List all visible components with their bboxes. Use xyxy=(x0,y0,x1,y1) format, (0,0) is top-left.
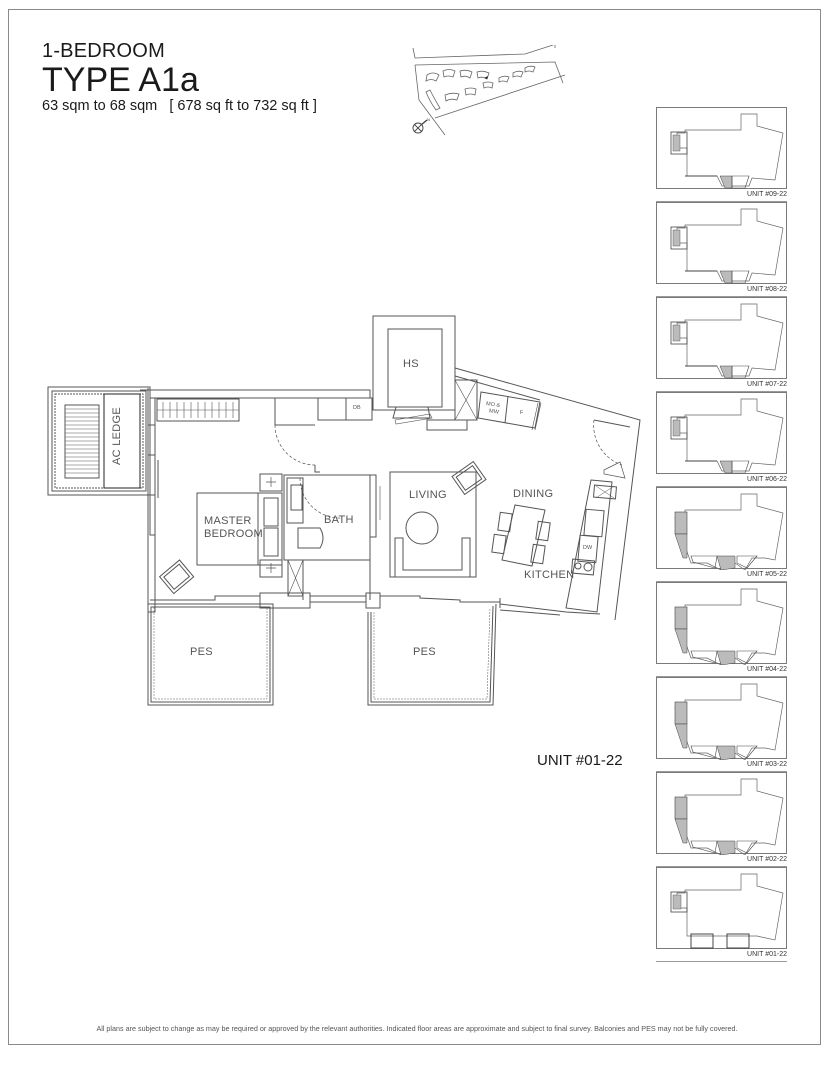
unit-thumbnail-label: UNIT #06-22 xyxy=(747,476,787,483)
unit-area: 63 sqm to 68 sqm [ 678 sq ft to 732 sq f… xyxy=(42,98,317,114)
thumbnail-divider xyxy=(656,581,787,582)
room-label-bath: BATH xyxy=(324,514,354,526)
thumbnail-divider xyxy=(656,296,787,297)
unit-location-marker xyxy=(484,76,488,79)
unit-thumbnail-label: UNIT #09-22 xyxy=(747,191,787,198)
mo-mw-cabinet xyxy=(477,391,541,429)
room-label-master-bedroom-1: MASTER xyxy=(204,515,252,527)
unit-thumbnail-plan xyxy=(670,398,784,474)
main-unit-label: UNIT #01-22 xyxy=(537,752,623,769)
room-label-dining: DINING xyxy=(513,488,554,500)
thumbnail-divider xyxy=(656,771,787,772)
unit-thumbnail-label: UNIT #08-22 xyxy=(747,286,787,293)
unit-thumbnail-plan xyxy=(670,303,784,379)
room-label-pes-left: PES xyxy=(190,646,213,658)
armchair-bedroom xyxy=(158,559,195,595)
unit-thumbnail xyxy=(656,772,787,855)
unit-thumbnail-label: UNIT #03-22 xyxy=(747,761,787,768)
svg-text:N: N xyxy=(427,117,430,122)
disclaimer-note: All plans are subject to change as may b… xyxy=(96,1024,738,1033)
armchair-living xyxy=(451,460,487,496)
fixture-label-mo-mw-2: MW xyxy=(488,408,500,416)
title-block: 1-BEDROOM TYPE A1a 63 sqm to 68 sqm [ 67… xyxy=(42,40,317,115)
unit-thumbnail-plan xyxy=(674,588,784,665)
household-shelter xyxy=(372,315,456,411)
unit-thumbnail xyxy=(656,202,787,284)
room-label-ac-ledge: AC LEDGE xyxy=(111,406,123,465)
unit-thumbnail xyxy=(656,677,787,760)
thumbnail-divider xyxy=(656,486,787,487)
unit-thumbnail-plan xyxy=(670,873,784,949)
ac-condenser xyxy=(64,404,100,479)
unit-thumbnail-plan xyxy=(674,493,784,570)
thumbnail-divider xyxy=(656,961,787,962)
unit-thumbnail xyxy=(656,297,787,379)
key-plan: N xyxy=(412,45,566,136)
fixture-label-fridge: F xyxy=(520,410,524,416)
dining-table xyxy=(501,504,546,567)
kitchen-counter xyxy=(565,479,613,613)
pes-right xyxy=(367,603,497,706)
bedside-table-top xyxy=(259,473,283,492)
unit-thumbnail-label: UNIT #05-22 xyxy=(747,571,787,578)
unit-thumbnail xyxy=(656,582,787,665)
bedside-table-bottom xyxy=(259,559,283,578)
pes-left xyxy=(147,603,274,706)
room-label-hs: HS xyxy=(403,358,419,370)
thumbnail-divider xyxy=(656,866,787,867)
room-label-living: LIVING xyxy=(409,489,447,501)
sofa xyxy=(394,537,471,578)
thumbnail-divider xyxy=(656,391,787,392)
thumbnail-divider xyxy=(656,201,787,202)
unit-thumbnail xyxy=(656,392,787,474)
unit-thumbnail-plan xyxy=(670,113,784,189)
page-frame xyxy=(8,9,821,1045)
unit-thumbnail-label: UNIT #07-22 xyxy=(747,381,787,388)
unit-type-title: TYPE A1a xyxy=(42,61,199,99)
unit-thumbnail-plan xyxy=(674,683,784,760)
unit-thumbnail-label: UNIT #02-22 xyxy=(747,856,787,863)
unit-thumbnail-label: UNIT #04-22 xyxy=(747,666,787,673)
unit-thumbnail xyxy=(656,867,787,949)
room-label-kitchen: KITCHEN xyxy=(524,569,575,581)
fixture-label-dw: DW xyxy=(583,545,593,551)
unit-thumbnail xyxy=(656,107,787,189)
thumbnail-divider xyxy=(656,676,787,677)
north-arrow-icon xyxy=(412,119,428,134)
unit-thumbnail-plan xyxy=(674,778,784,855)
unit-thumbnail-plan xyxy=(670,208,784,284)
dishwasher xyxy=(577,534,599,564)
db-cabinet xyxy=(345,397,373,421)
fixture-label-db: DB xyxy=(353,405,361,411)
room-label-master-bedroom-2: BEDROOM xyxy=(204,528,263,540)
unit-thumbnail-label: UNIT #01-22 xyxy=(747,951,787,958)
coffee-table xyxy=(405,511,439,545)
wc xyxy=(297,527,324,549)
ac-ledge-outline xyxy=(47,386,151,496)
unit-category: 1-BEDROOM xyxy=(42,40,165,62)
room-label-pes-right: PES xyxy=(413,646,436,658)
unit-thumbnail xyxy=(656,487,787,570)
